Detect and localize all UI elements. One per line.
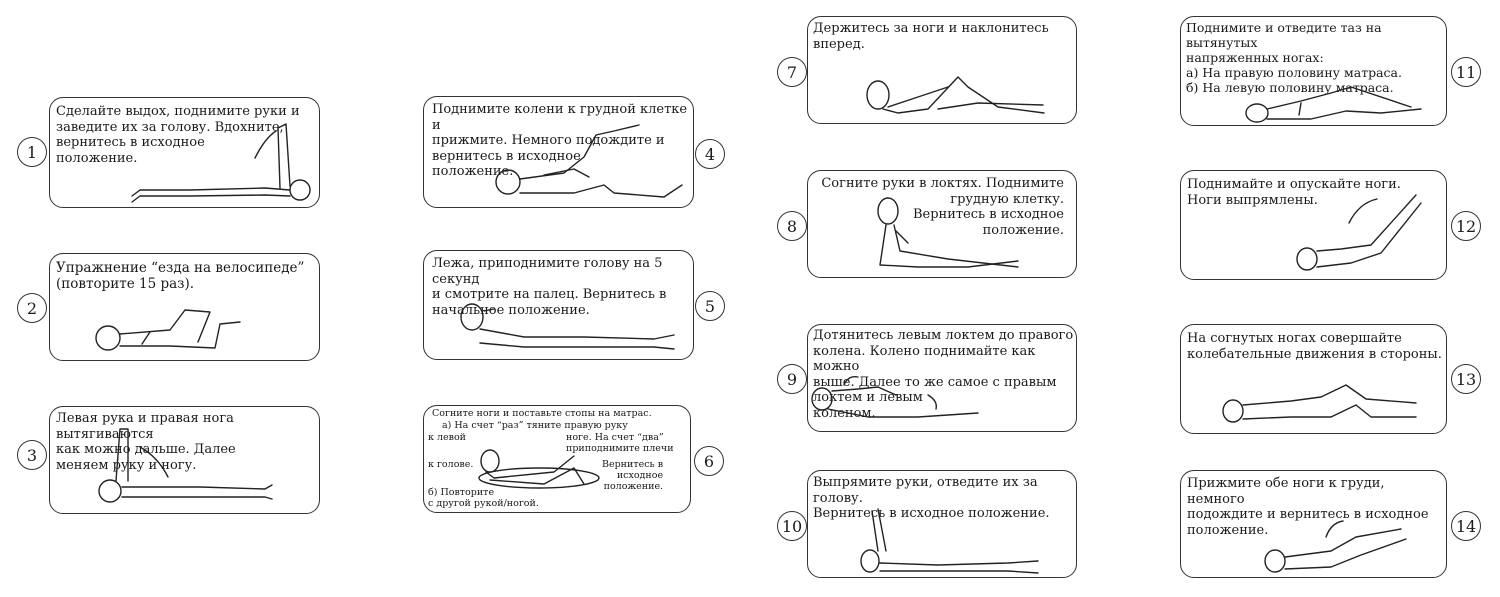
exercise-card-14: Прижмите обе ноги к груди, немного подож…	[1180, 470, 1447, 578]
exercise-number-7: 7	[777, 57, 807, 87]
exercise-text-10: Выпрямите руки, отведите их за голову. В…	[813, 475, 1050, 522]
exercise-figure-8	[877, 197, 1019, 268]
exercise-card-5: Лежа, приподнимите голову на 5 секунд и …	[423, 250, 694, 360]
exercise-text-8: Согните руки в локтях. Поднимите грудную…	[821, 176, 1064, 238]
exercise-card-2: Упражнение “езда на велосипеде” (повтори…	[49, 253, 320, 361]
exercise-6-line5: к голове.	[428, 459, 474, 470]
exercise-number-8: 8	[777, 211, 807, 241]
exercise-number-6: 6	[694, 446, 724, 476]
exercise-figure-5	[460, 303, 675, 350]
exercise-number-1: 1	[17, 137, 47, 167]
exercise-figure-1	[131, 123, 311, 203]
exercise-card-9: Дотянитесь левым локтем до правого колен…	[807, 324, 1077, 432]
exercise-card-4: Поднимите колени к грудной клетке и приж…	[423, 96, 694, 208]
exercise-figure-7	[866, 76, 1045, 114]
exercise-figure-13	[1222, 384, 1417, 423]
exercise-figure-11	[1245, 86, 1422, 123]
exercise-number-3: 3	[17, 440, 47, 470]
exercise-card-13: На согнутых ногах совершайте колебательн…	[1180, 324, 1447, 434]
exercise-text-1: Сделайте выдох, поднимите руки и заведит…	[56, 104, 300, 166]
exercise-text-13: На согнутых ногах совершайте колебательн…	[1187, 331, 1442, 362]
exercise-text-3: Левая рука и правая нога вытягиваются ка…	[56, 411, 236, 473]
exercise-number-5: 5	[695, 291, 725, 321]
exercise-figure-6	[478, 449, 600, 489]
exercise-number-13: 13	[1451, 364, 1481, 394]
exercise-6-line3: к левой	[428, 432, 467, 443]
exercise-card-7: Держитесь за ноги и наклонитесь вперед.	[807, 16, 1077, 124]
exercise-number-14: 14	[1451, 511, 1481, 541]
exercise-text-12: Поднимайте и опускайте ноги. Ноги выпрям…	[1187, 177, 1401, 208]
exercise-text-9: Дотянитесь левым локтем до правого колен…	[813, 328, 1074, 421]
exercise-text-2: Упражнение “езда на велосипеде” (повтори…	[56, 260, 305, 293]
exercise-text-14: Прижмите обе ноги к груди, немного подож…	[1187, 476, 1429, 538]
exercise-number-4: 4	[695, 139, 725, 169]
exercise-figure-14	[1264, 520, 1407, 573]
exercise-number-11: 11	[1451, 57, 1481, 87]
exercise-6-line7: б) Повторите с другой рукой/ногой.	[428, 487, 539, 509]
exercise-figure-4	[495, 124, 683, 198]
exercise-number-10: 10	[777, 511, 807, 541]
exercise-6-line6: Вернитесь в исходное положение.	[602, 459, 664, 492]
exercise-card-8: Согните руки в локтях. Поднимите грудную…	[807, 170, 1077, 278]
exercise-number-12: 12	[1451, 211, 1481, 241]
exercise-card-3: Левая рука и правая нога вытягиваются ка…	[49, 406, 320, 514]
exercise-number-9: 9	[777, 364, 807, 394]
exercise-figure-12	[1296, 194, 1422, 271]
exercise-card-1: Сделайте выдох, поднимите руки и заведит…	[49, 97, 320, 208]
exercise-text-5a: Лежа, приподнимите голову на 5 секунд и …	[432, 256, 667, 318]
exercise-figure-2	[95, 309, 241, 351]
exercise-figure-10	[860, 508, 1039, 574]
exercise-number-2: 2	[17, 293, 47, 323]
exercise-card-6: Согните ноги и поставьте стопы на матрас…	[423, 405, 691, 513]
exercise-card-10: Выпрямите руки, отведите их за голову. В…	[807, 470, 1077, 578]
exercise-card-12: Поднимайте и опускайте ноги. Ноги выпрям…	[1180, 170, 1447, 280]
exercise-text-7: Держитесь за ноги и наклонитесь вперед.	[813, 21, 1049, 52]
exercise-figure-3	[98, 428, 273, 503]
exercise-figure-9	[811, 375, 979, 418]
exercise-6-line4: ноге. На счет “два” приподнимите плечи	[566, 432, 674, 454]
exercise-6-line2: а) На счет “раз” тяните правую руку	[442, 420, 628, 431]
exercise-6-line1: Согните ноги и поставьте стопы на матрас…	[432, 408, 652, 419]
exercise-text-11: Поднимите и отведите таз на вытянутых на…	[1186, 20, 1402, 95]
exercise-card-11: Поднимите и отведите таз на вытянутых на…	[1180, 16, 1447, 126]
